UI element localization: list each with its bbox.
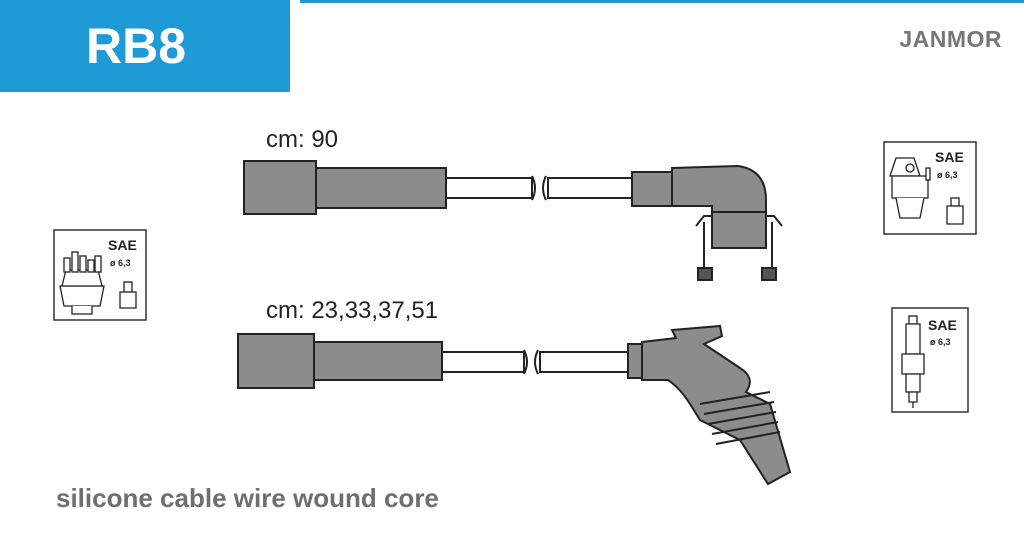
cable-1-wire-left bbox=[445, 177, 533, 199]
cable-2 bbox=[237, 324, 792, 486]
cable-2-boot-ribs bbox=[699, 391, 781, 445]
cable-1-boot-left bbox=[243, 160, 317, 215]
cable-2-boot-left bbox=[237, 333, 315, 389]
right-plug-size: ø 6,3 bbox=[930, 337, 951, 347]
cable-2-plug-boot bbox=[641, 324, 792, 486]
product-code-badge: RB8 bbox=[0, 0, 290, 92]
brand-name: JANMOR bbox=[899, 26, 1002, 52]
right-plug-thumbnail bbox=[891, 307, 969, 413]
cable-1-clip-foot-left bbox=[697, 267, 713, 281]
footer-caption: silicone cable wire wound core bbox=[56, 483, 439, 513]
header-rule bbox=[300, 0, 1024, 3]
distributor-cap-icon bbox=[59, 251, 105, 315]
right-coil-sae: SAE bbox=[935, 149, 964, 165]
right-coil-size: ø 6,3 bbox=[937, 170, 958, 180]
cable-1-clip-foot-right bbox=[761, 267, 777, 281]
coil-cap-icon bbox=[889, 157, 931, 219]
cable-2-wire-left bbox=[441, 351, 525, 373]
left-thumbnail-size: ø 6,3 bbox=[110, 258, 131, 268]
cable-2-wire-right bbox=[539, 351, 629, 373]
cable-1-break-right bbox=[542, 175, 547, 201]
cable-1-angled-cap bbox=[671, 164, 767, 213]
cable-1-sleeve bbox=[315, 167, 447, 209]
cable-1-clip-arms bbox=[695, 215, 783, 227]
cable-1-cap-body bbox=[711, 211, 767, 249]
terminal-icon bbox=[946, 197, 964, 225]
right-coil-thumbnail bbox=[883, 141, 977, 235]
cable-2-break-left bbox=[523, 349, 528, 375]
left-distributor-thumbnail bbox=[53, 229, 147, 321]
cable-2-sleeve bbox=[313, 341, 443, 381]
spark-plug-icon bbox=[901, 315, 925, 408]
left-thumbnail-sae: SAE bbox=[108, 237, 137, 253]
cable-2-ferrule bbox=[627, 343, 643, 379]
cable-1-break-left bbox=[531, 175, 536, 201]
cable-1-wire-right bbox=[547, 177, 633, 199]
cable-1-length-label: cm: 90 bbox=[266, 126, 339, 153]
cable-1-ferrule bbox=[631, 171, 673, 207]
product-code: RB8 bbox=[86, 18, 187, 74]
right-plug-sae: SAE bbox=[928, 317, 957, 333]
terminal-icon bbox=[119, 281, 137, 309]
cable-2-break-right bbox=[534, 349, 539, 375]
cable-1 bbox=[243, 160, 783, 281]
cable-2-length-label: cm: 23,33,37,51 bbox=[266, 297, 439, 324]
